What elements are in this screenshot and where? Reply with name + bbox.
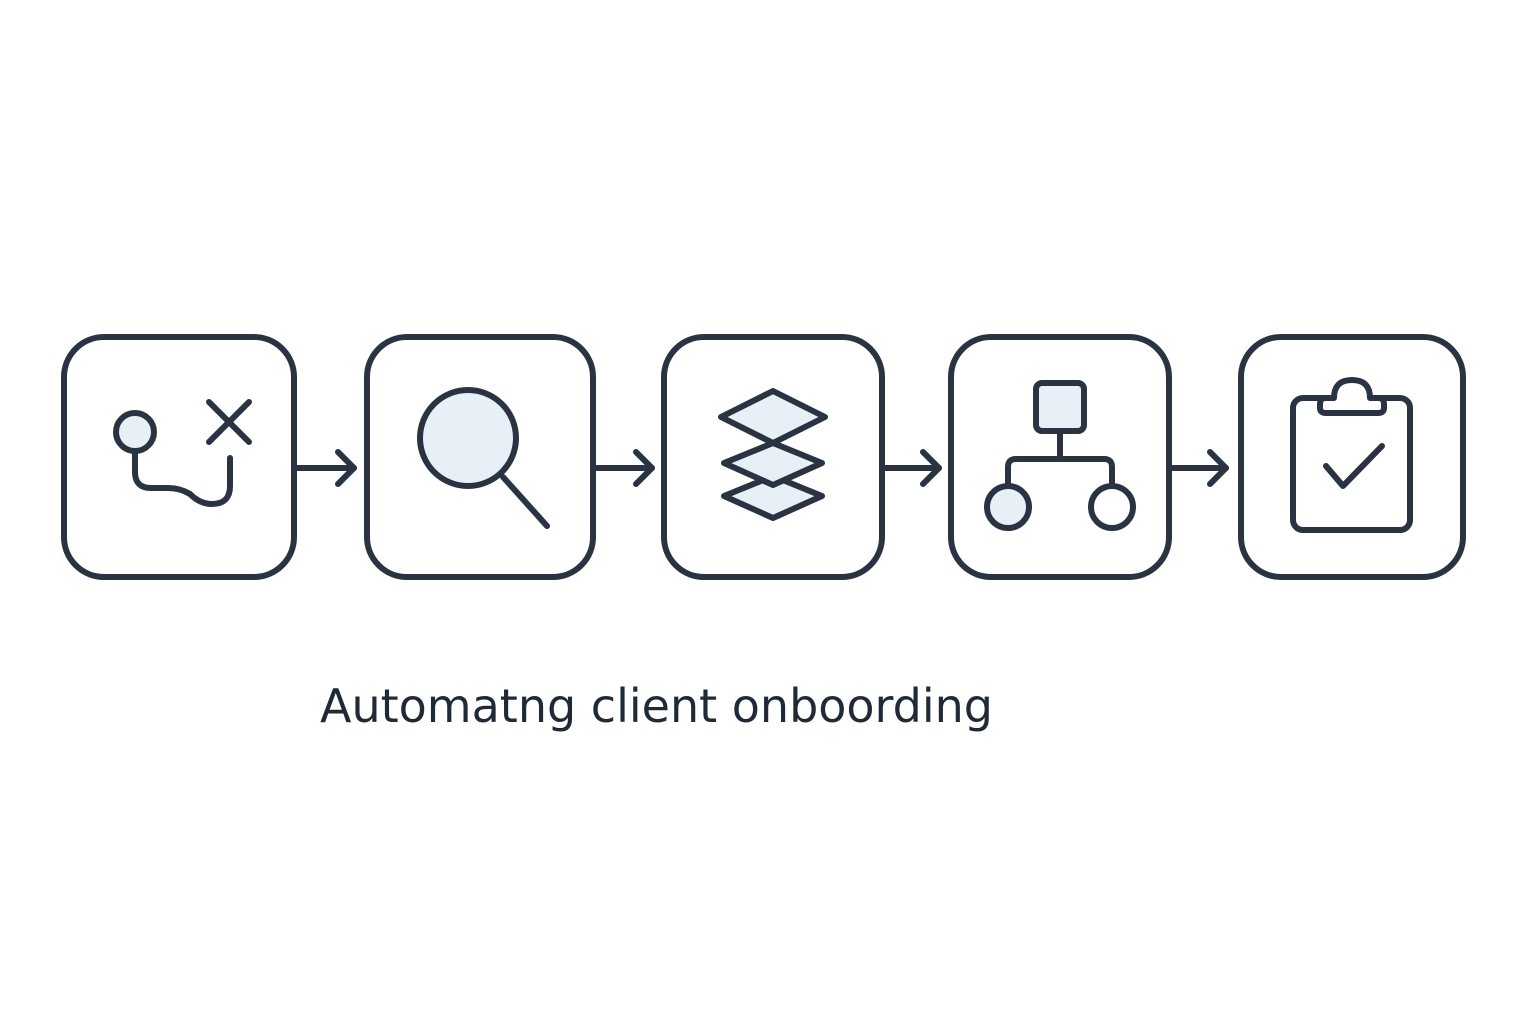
hierarchy-tree-icon: [984, 380, 1136, 531]
arrow-4: [1168, 449, 1229, 487]
step-5-box: [1238, 334, 1466, 580]
step-2-box: [364, 334, 596, 580]
arrow-1: [293, 449, 357, 487]
step-3-box: [661, 334, 885, 580]
step-5: [1238, 334, 1466, 580]
step-4: [948, 334, 1172, 580]
step-4-box: [948, 334, 1172, 580]
clipboard-check-icon: [1290, 377, 1413, 533]
arrow-2: [592, 449, 655, 487]
magnifying-glass-icon: [417, 387, 550, 529]
step-2: [364, 334, 596, 580]
diagram-caption: Automatng client onboording: [320, 679, 993, 733]
step-3: [661, 334, 885, 580]
path-route-icon: [113, 399, 252, 507]
arrow-3: [881, 449, 942, 487]
step-1: [61, 334, 297, 580]
step-1-box: [61, 334, 297, 580]
layers-stack-icon: [718, 388, 828, 521]
